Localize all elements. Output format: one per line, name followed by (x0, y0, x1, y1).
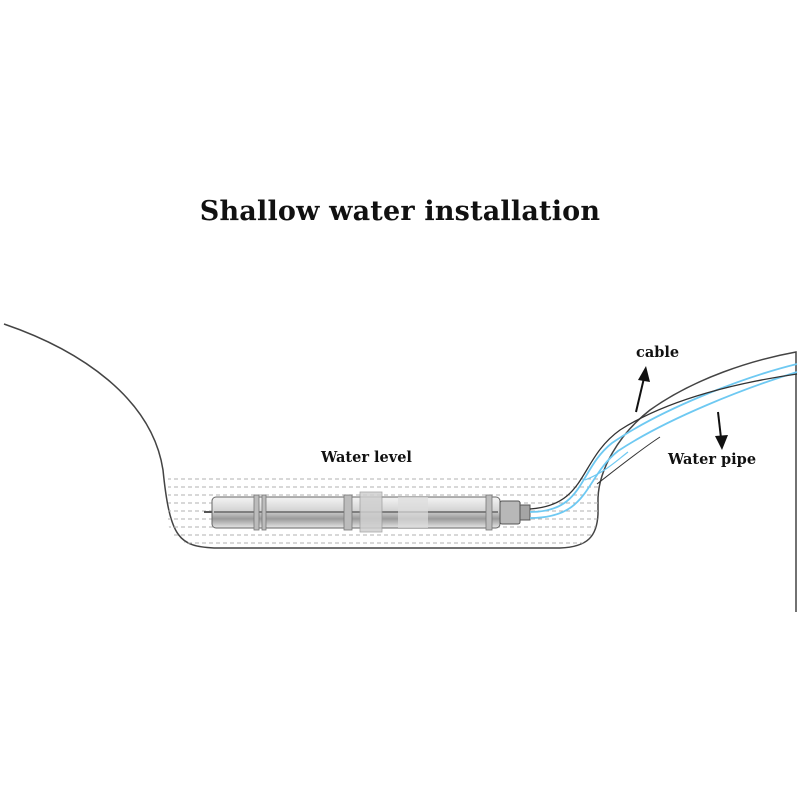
ground-outline (3, 323, 797, 612)
arrow-up-icon (635, 366, 650, 413)
water-level-label: Water level (321, 449, 412, 466)
cable-label: cable (636, 344, 680, 361)
arrow-down-icon (715, 411, 728, 450)
diagram-title: Shallow water installation (199, 196, 601, 227)
submersible-pump-icon (204, 491, 531, 533)
water-pipe-label: Water pipe (668, 451, 757, 468)
water-pipe (529, 363, 798, 519)
cable (529, 373, 798, 510)
